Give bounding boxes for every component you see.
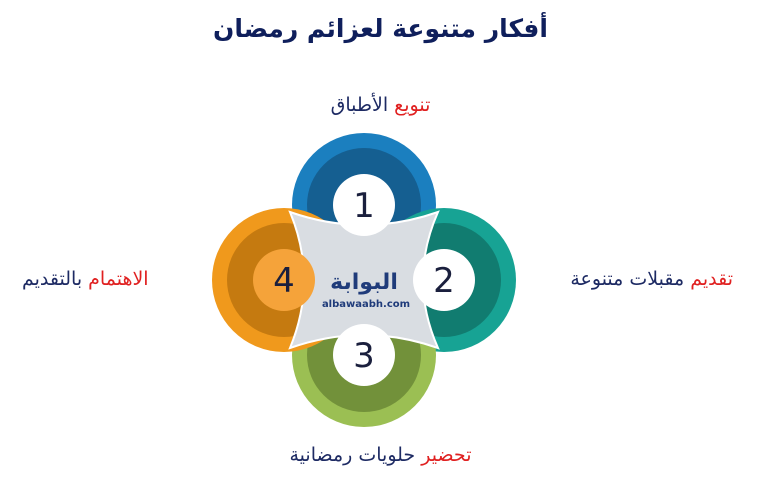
badge-4 — [253, 249, 315, 311]
logo-arabic: البوابة — [330, 270, 398, 295]
label-2-highlight: تقديم — [690, 268, 733, 290]
center-shape — [288, 210, 440, 350]
label-4-rest: بالتقديم — [22, 268, 83, 290]
label-3-rest: حلويات رمضانية — [289, 444, 416, 466]
label-4: الاهتمام بالتقديم — [22, 268, 149, 290]
badge-3 — [333, 324, 395, 386]
badge-1 — [333, 174, 395, 236]
label-2: تقديم مقبلات متنوعة — [570, 268, 733, 290]
label-3-highlight: تحضير — [421, 444, 472, 466]
label-1-highlight: تنويع — [394, 94, 431, 116]
badge-2 — [413, 249, 475, 311]
number-4: 4 — [273, 261, 295, 301]
number-2: 2 — [433, 261, 455, 301]
albawaba-logo: البوابة albawaabh.com — [322, 270, 410, 310]
diagram-title: أفكار متنوعة لعزائم رمضان — [212, 14, 548, 43]
logo-latin: albawaabh.com — [322, 299, 410, 310]
label-3: تحضير حلويات رمضانية — [0, 444, 761, 466]
label-1: تنويع الأطباق — [0, 94, 761, 116]
number-1: 1 — [353, 186, 375, 226]
label-4-highlight: الاهتمام — [88, 268, 149, 290]
label-1-rest: الأطباق — [330, 94, 389, 116]
number-3: 3 — [353, 336, 375, 376]
label-2-rest: مقبلات متنوعة — [570, 268, 685, 290]
